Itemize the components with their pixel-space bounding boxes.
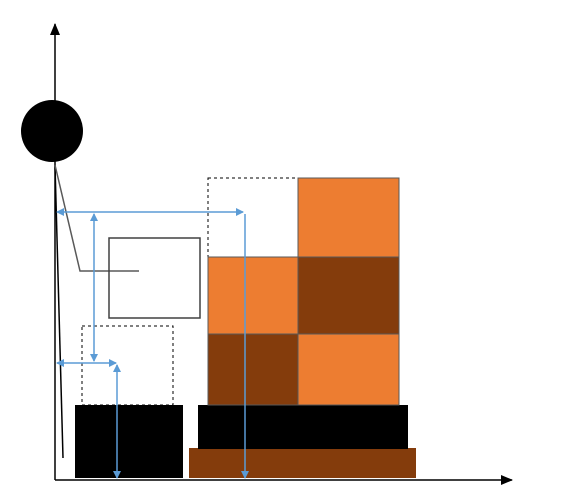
- left-black-block: [75, 405, 183, 478]
- left-dashed-box: [81, 325, 174, 406]
- grid-cell-r0c0-empty: [207, 177, 299, 258]
- grid-cell-r1c0-orange: [207, 256, 299, 335]
- grid-cell-r2c0-brown: [207, 333, 299, 406]
- pendulum-ball: [21, 100, 83, 162]
- grid-cell-r1c1-brown: [297, 256, 400, 335]
- grid-cell-r0c1-orange: [297, 177, 400, 258]
- pendulum-rod: [54, 164, 64, 459]
- dimension-arrows: [56, 208, 249, 479]
- brown-base-slab: [189, 448, 416, 478]
- grid-cell-r2c1-orange: [297, 333, 400, 406]
- hanging-box: [108, 237, 201, 319]
- black-platform: [198, 405, 408, 449]
- swing-arm: [54, 164, 139, 272]
- block-grid: [207, 177, 400, 406]
